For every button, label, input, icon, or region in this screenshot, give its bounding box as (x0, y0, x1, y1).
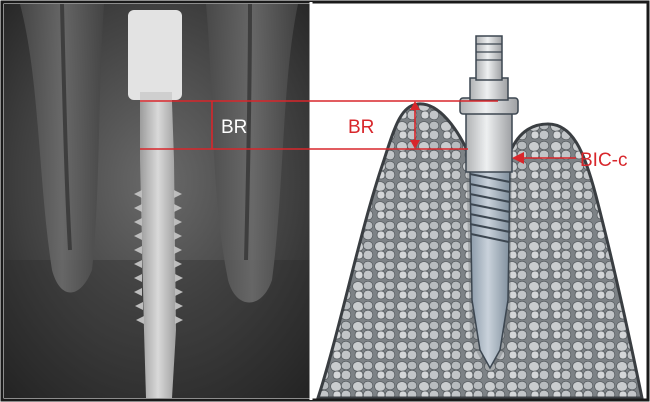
xray-abutment (128, 10, 182, 100)
label-bic-c: BIC-c (580, 150, 628, 171)
schematic-implant-collar (466, 112, 512, 172)
label-br-schematic: BR (348, 117, 374, 138)
radiograph-panel (4, 4, 310, 398)
xray-implant-body (140, 102, 176, 398)
schematic-abutment-post (476, 36, 502, 80)
label-br-radiograph: BR (221, 117, 247, 138)
schematic-abutment-base (470, 78, 508, 100)
schematic-panel (312, 4, 646, 398)
